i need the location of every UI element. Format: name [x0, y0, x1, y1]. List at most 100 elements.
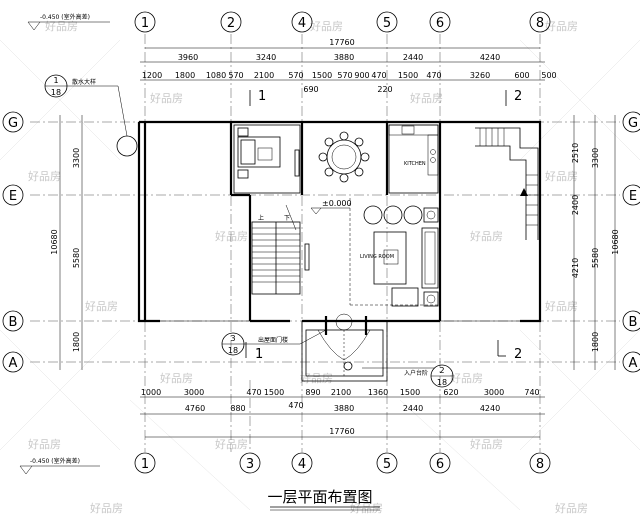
- dining-table: [318, 131, 370, 183]
- svg-text:1200: 1200: [142, 71, 162, 80]
- svg-text:690: 690: [303, 85, 318, 94]
- svg-text:1: 1: [141, 457, 149, 472]
- svg-text:4240: 4240: [480, 53, 500, 62]
- plan-title: 一层平面布置图: [267, 488, 372, 506]
- svg-text:好品房: 好品房: [215, 229, 248, 243]
- svg-text:-0.450 (室外高差): -0.450 (室外高差): [30, 457, 80, 465]
- svg-text:500: 500: [541, 71, 556, 80]
- svg-text:2440: 2440: [403, 53, 423, 62]
- bedroom-furniture: [233, 124, 301, 194]
- svg-text:±0.000: ±0.000: [322, 199, 352, 208]
- callout-detail-3-18: 3 18 出屋面门楼: [221, 329, 327, 356]
- svg-text:4210: 4210: [571, 258, 580, 278]
- svg-text:900: 900: [354, 71, 369, 80]
- svg-text:2510: 2510: [571, 143, 580, 163]
- indoor-level: ±0.000: [310, 199, 352, 215]
- watermark-lattice: [0, 39, 640, 511]
- building-walls: [137, 120, 542, 323]
- svg-text:A: A: [629, 356, 638, 371]
- axis-bubble-8: 8 8: [529, 11, 551, 474]
- svg-text:880: 880: [230, 404, 245, 413]
- svg-text:B: B: [9, 315, 18, 330]
- svg-text:740: 740: [524, 388, 539, 397]
- svg-text:1: 1: [255, 347, 263, 362]
- svg-text:出屋面门楼: 出屋面门楼: [258, 336, 288, 344]
- svg-text:好品房: 好品房: [310, 19, 343, 33]
- svg-text:好品房: 好品房: [85, 299, 118, 313]
- svg-text:3260: 3260: [470, 71, 490, 80]
- svg-text:3300: 3300: [591, 148, 600, 168]
- svg-text:2: 2: [439, 366, 444, 375]
- svg-text:570: 570: [288, 71, 303, 80]
- svg-text:好品房: 好品房: [470, 437, 503, 451]
- svg-text:6: 6: [436, 16, 444, 31]
- svg-text:8: 8: [536, 457, 544, 472]
- svg-text:A: A: [9, 356, 18, 371]
- svg-text:620: 620: [443, 388, 458, 397]
- svg-text:1500: 1500: [400, 388, 420, 397]
- svg-text:600: 600: [514, 71, 529, 80]
- svg-text:散水大样: 散水大样: [72, 78, 96, 86]
- svg-text:入户台阶: 入户台阶: [404, 369, 428, 377]
- svg-text:E: E: [629, 189, 637, 204]
- top-dimensions: 17760 3960 3240 3880 2440 4240 1200 1800…: [140, 38, 557, 94]
- svg-text:好品房: 好品房: [45, 19, 78, 33]
- svg-text:220: 220: [377, 85, 392, 94]
- svg-text:17760: 17760: [329, 427, 354, 436]
- living-room: LIVING ROOM: [304, 198, 440, 307]
- svg-text:好品房: 好品房: [450, 371, 483, 385]
- axis-bubble-B: B B: [2, 310, 640, 332]
- svg-text:1080: 1080: [206, 71, 226, 80]
- svg-text:18: 18: [437, 378, 447, 387]
- svg-text:10680: 10680: [50, 229, 59, 254]
- svg-text:E: E: [9, 189, 17, 204]
- svg-text:好品房: 好品房: [545, 19, 578, 33]
- outdoor-level-top: -0.450 (室外高差): [27, 13, 110, 31]
- svg-text:-0.450 (室外高差): -0.450 (室外高差): [40, 13, 90, 21]
- svg-text:好品房: 好品房: [555, 501, 588, 515]
- svg-text:1: 1: [141, 16, 149, 31]
- svg-text:好品房: 好品房: [150, 91, 183, 105]
- svg-text:5580: 5580: [591, 248, 600, 268]
- svg-text:好品房: 好品房: [545, 169, 578, 183]
- svg-text:上: 上: [258, 214, 264, 222]
- svg-text:G: G: [8, 116, 18, 131]
- svg-text:好品房: 好品房: [215, 437, 248, 451]
- bottom-dimensions: 1000 3000 470 1500 890 2100 1360 1500 62…: [140, 388, 545, 438]
- svg-text:B: B: [629, 315, 638, 330]
- axis-bubble-5: 5 5: [376, 11, 398, 474]
- svg-text:3960: 3960: [178, 53, 198, 62]
- svg-text:470: 470: [426, 71, 441, 80]
- svg-text:G: G: [628, 116, 638, 131]
- svg-text:470: 470: [371, 71, 386, 80]
- svg-text:2: 2: [514, 347, 522, 362]
- axis-bubble-A: A A: [2, 351, 640, 373]
- svg-text:好品房: 好品房: [350, 501, 383, 515]
- svg-text:570: 570: [337, 71, 352, 80]
- svg-text:1500: 1500: [398, 71, 418, 80]
- svg-text:2: 2: [227, 16, 235, 31]
- svg-text:5580: 5580: [72, 248, 81, 268]
- svg-text:2440: 2440: [403, 404, 423, 413]
- outdoor-level-bottom: -0.450 (室外高差): [19, 457, 100, 475]
- row-axis-bubbles: G G E E B B A A: [2, 111, 640, 373]
- svg-text:好品房: 好品房: [90, 501, 123, 515]
- svg-text:18: 18: [51, 88, 61, 97]
- axis-bubble-6: 6 6: [429, 11, 451, 474]
- svg-text:好品房: 好品房: [160, 371, 193, 385]
- svg-text:470: 470: [246, 388, 261, 397]
- axis-bubble-1: 1 1: [134, 11, 156, 474]
- svg-text:470: 470: [288, 401, 303, 410]
- svg-text:好品房: 好品房: [300, 371, 333, 385]
- svg-text:1800: 1800: [175, 71, 195, 80]
- svg-text:好品房: 好品房: [470, 229, 503, 243]
- svg-text:好品房: 好品房: [28, 169, 61, 183]
- kitchen-label: KITCHEN: [404, 161, 426, 167]
- svg-text:3: 3: [230, 334, 235, 343]
- svg-text:10680: 10680: [611, 229, 620, 254]
- svg-text:5: 5: [383, 457, 391, 472]
- svg-text:1: 1: [258, 89, 266, 104]
- svg-text:4: 4: [298, 16, 306, 31]
- svg-text:570: 570: [228, 71, 243, 80]
